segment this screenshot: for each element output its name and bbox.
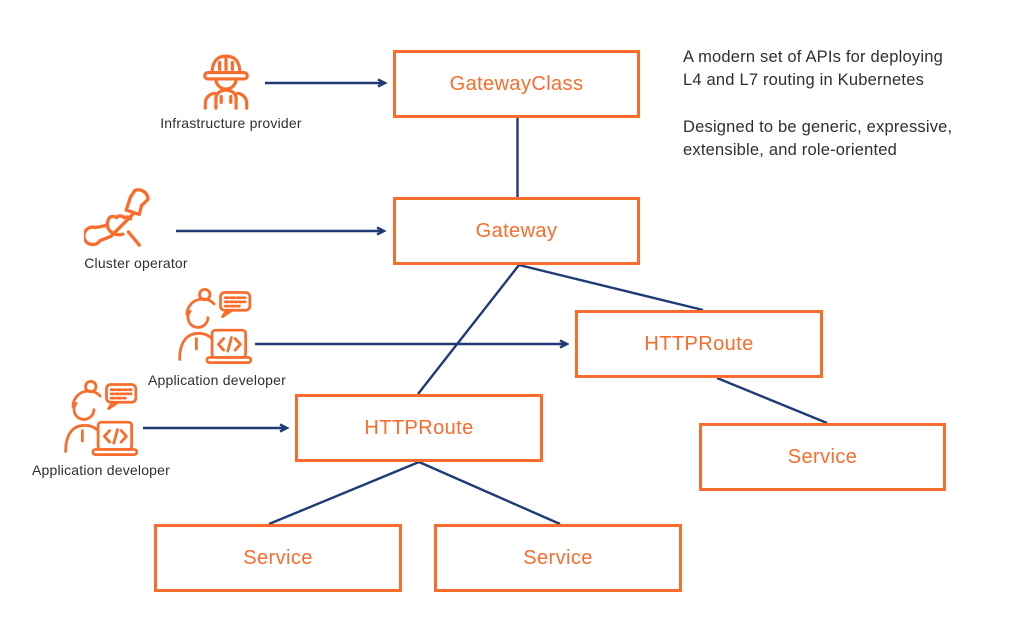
node-gateway: Gateway (393, 197, 640, 265)
node-service-middle-label: Service (523, 546, 593, 569)
description-line: L4 and L7 routing in Kubernetes (683, 71, 925, 90)
connector-gateway-httproute-right (518, 263, 704, 312)
actor-label-infrastructure-provider: Infrastructure provider (160, 115, 302, 131)
description-line: A modern set of APIs for deploying (683, 48, 943, 66)
description-line: Designed to be generic, expressive, (683, 117, 953, 136)
node-service-left: Service (154, 524, 402, 592)
node-httproute-left: HTTPRoute (295, 394, 543, 462)
description-paragraph-1: A modern set of APIs for deploying L4 an… (683, 46, 1018, 93)
node-httproute-right: HTTPRoute (575, 310, 823, 378)
construction-worker-icon (203, 54, 249, 110)
diagram-description: A modern set of APIs for deploying L4 an… (683, 46, 1018, 186)
connector-httproute-left-service-middle (418, 460, 561, 526)
description-paragraph-2: Designed to be generic, expressive, exte… (683, 116, 1018, 163)
actor-label-application-developer-top: Application developer (147, 372, 287, 388)
developer-with-laptop-icon (64, 379, 139, 457)
node-gateway-label: Gateway (475, 219, 558, 242)
node-httproute-right-label: HTTPRoute (644, 332, 754, 355)
actor-label-cluster-operator: Cluster operator (84, 255, 188, 271)
developer-with-laptop-icon (178, 287, 253, 365)
node-service-middle: Service (434, 524, 682, 592)
node-gatewayclass: GatewayClass (393, 50, 640, 118)
node-service-right-label: Service (787, 445, 858, 468)
connector-httproute-left-service-left (268, 460, 420, 526)
node-service-right: Service (699, 423, 946, 491)
connector-gateway-httproute-left (417, 264, 520, 395)
hand-wrench-icon (84, 188, 150, 247)
node-httproute-left-label: HTTPRoute (364, 416, 474, 439)
node-service-left-label: Service (243, 546, 313, 569)
node-gatewayclass-label: GatewayClass (449, 72, 584, 95)
connector-httproute-right-service-right (716, 376, 828, 425)
actor-label-application-developer-bottom: Application developer (31, 462, 171, 478)
description-line: extensible, and role-oriented (683, 141, 898, 160)
